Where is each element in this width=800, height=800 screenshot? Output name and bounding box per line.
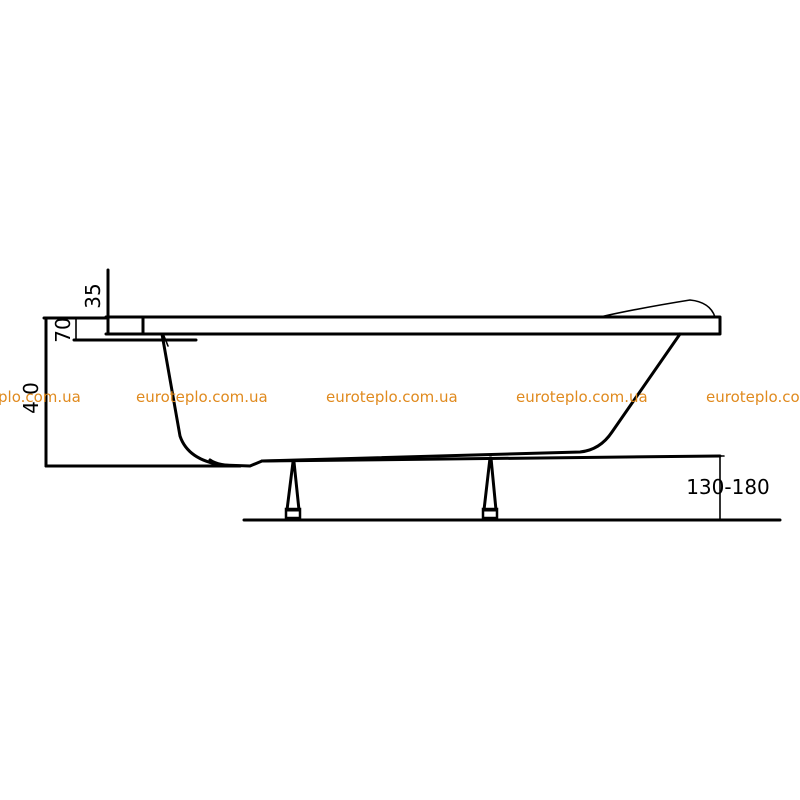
watermark: euroteplo.com.ua <box>326 388 458 406</box>
watermark-partial: plo.com.ua <box>0 388 81 406</box>
dimension-label-70: 70 <box>51 317 75 342</box>
watermark: euroteplo.com.ua <box>706 388 800 406</box>
dimension-label-35: 35 <box>81 283 105 308</box>
watermark: euroteplo.com.ua <box>136 388 268 406</box>
leg-left <box>284 460 302 520</box>
dimension-label-130-180: 130-180 <box>686 475 770 499</box>
dimension-rim-thickness: 35 <box>81 268 110 336</box>
bathtub-rim <box>104 299 722 336</box>
bathtub-body <box>160 332 682 468</box>
dimension-rim-drop: 70 <box>42 316 198 343</box>
leg-right <box>481 456 499 520</box>
dimension-depth: 4 0 <box>19 316 242 468</box>
watermark: euroteplo.com.ua <box>516 388 648 406</box>
dimension-leg-height: 130-180 <box>686 455 770 521</box>
dimension-label-depth: 4 0 <box>19 382 43 414</box>
